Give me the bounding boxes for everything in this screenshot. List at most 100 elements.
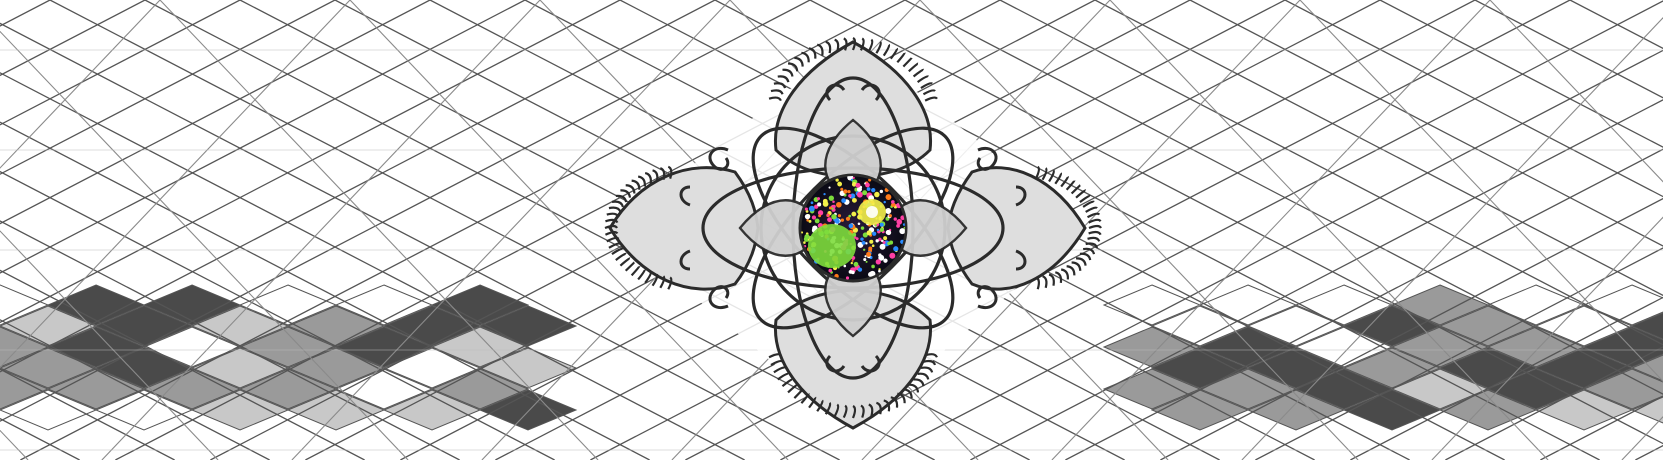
mandala-fringe <box>825 40 832 54</box>
mandala-fringe <box>777 75 790 83</box>
orb-speckle <box>834 218 840 224</box>
lattice-line <box>0 0 351 369</box>
lattice-line <box>101 0 541 460</box>
mandala-fringe <box>897 392 906 404</box>
orb-speckle <box>851 211 857 217</box>
lattice-line <box>0 0 621 324</box>
orb-speckle <box>851 182 857 187</box>
orb-speckle <box>817 202 822 207</box>
orb-speckle <box>860 226 865 230</box>
mandala-fringe <box>781 378 794 388</box>
mandala-fringe <box>631 179 641 190</box>
floor-tile <box>1150 389 1250 431</box>
orb-speckle <box>810 201 814 205</box>
mandala-fringe <box>923 359 937 366</box>
orb-speckle <box>903 226 905 229</box>
mandala-fringe <box>667 165 673 179</box>
orb-speckle <box>832 204 836 209</box>
mandala-fringe <box>604 230 619 236</box>
floor-tile <box>1630 354 1663 382</box>
mandala-fringe <box>883 399 891 412</box>
mandala-fringe <box>1079 194 1091 204</box>
orb-speckle <box>862 232 868 238</box>
orb-speckle <box>896 219 903 225</box>
mandala-fringe <box>1060 175 1069 188</box>
orb-speckle <box>837 214 842 218</box>
orb-speckle <box>871 187 876 193</box>
lattice-line <box>1489 0 1663 183</box>
mandala-fringe <box>834 38 840 52</box>
mandala-fringe <box>1075 189 1087 199</box>
orb-speckle <box>851 197 857 203</box>
orb-speckle <box>882 241 886 244</box>
mandala-fringe <box>770 89 784 95</box>
lattice-line <box>0 0 811 422</box>
orb-speckle <box>879 189 884 194</box>
floor-tile <box>1102 326 1202 368</box>
mandala-fringe <box>1066 265 1076 276</box>
lattice-line <box>1065 148 1663 460</box>
orb-speckle <box>863 248 866 251</box>
mandala-fringe <box>833 403 840 417</box>
floor-tile <box>430 368 530 410</box>
lattice-line <box>0 0 161 169</box>
lattice-line <box>0 0 241 126</box>
floor-tile <box>334 368 434 410</box>
orb-speckle <box>823 193 826 196</box>
lattice-line <box>1474 0 1663 99</box>
mandala-fringe <box>768 96 782 102</box>
orb-speckle <box>804 213 811 220</box>
mandala-fringe <box>889 47 899 60</box>
orb-speckle <box>889 252 896 259</box>
mandala-fringe <box>667 276 673 290</box>
orb-speckle <box>879 243 886 250</box>
orb-speckle <box>845 216 851 221</box>
mandala-fringe <box>1070 184 1081 195</box>
orb-speckle <box>868 178 872 182</box>
mandala-fringe <box>1054 271 1063 284</box>
lattice-line <box>970 99 1663 460</box>
lattice-line <box>0 0 526 274</box>
floor-tile <box>1486 326 1586 368</box>
floor-tile <box>46 368 146 410</box>
orb-speckle <box>847 189 851 194</box>
orb-speckle <box>849 193 856 199</box>
mandala-fringe <box>875 40 882 54</box>
orb-speckle <box>865 182 870 188</box>
lattice-line <box>1255 247 1663 460</box>
mandala-fringe <box>606 236 620 243</box>
orb-speckle <box>853 261 859 267</box>
floor-tile <box>286 389 386 431</box>
orb-speckle <box>856 191 863 198</box>
mandala-fringe <box>1088 230 1102 236</box>
floor-tile <box>142 284 242 326</box>
orb-speckle <box>899 228 905 235</box>
orb-speckle <box>828 195 834 201</box>
floor-tile <box>1438 389 1538 431</box>
mandala-fringe <box>908 62 919 73</box>
mandala-fringe <box>619 257 631 267</box>
lattice-line <box>1241 17 1663 460</box>
orb-speckle <box>872 231 877 236</box>
mandala-fringe <box>913 378 925 387</box>
mandala-fringe <box>794 56 804 67</box>
mandala-fringe <box>1034 165 1040 180</box>
orb-speckle <box>826 214 829 217</box>
orb-speckle <box>878 253 882 257</box>
orb-speckle <box>845 276 850 280</box>
floor-tile <box>430 284 530 326</box>
orb-speckle <box>891 200 895 204</box>
mandala-fringe <box>851 405 857 419</box>
mandala-fringe <box>1082 247 1096 255</box>
orb-speckle <box>811 215 817 220</box>
mandala-fringe <box>644 271 652 284</box>
orb-speckle <box>827 217 832 223</box>
mandala-fringe <box>768 353 782 359</box>
mandala-fringe <box>625 184 636 194</box>
orb-speckle <box>835 178 839 182</box>
lattice-line <box>875 49 1663 460</box>
orb-speckle <box>822 198 828 204</box>
mandala-fringe <box>896 52 906 64</box>
lattice-line <box>0 0 431 225</box>
mandala-fringe <box>604 224 618 230</box>
